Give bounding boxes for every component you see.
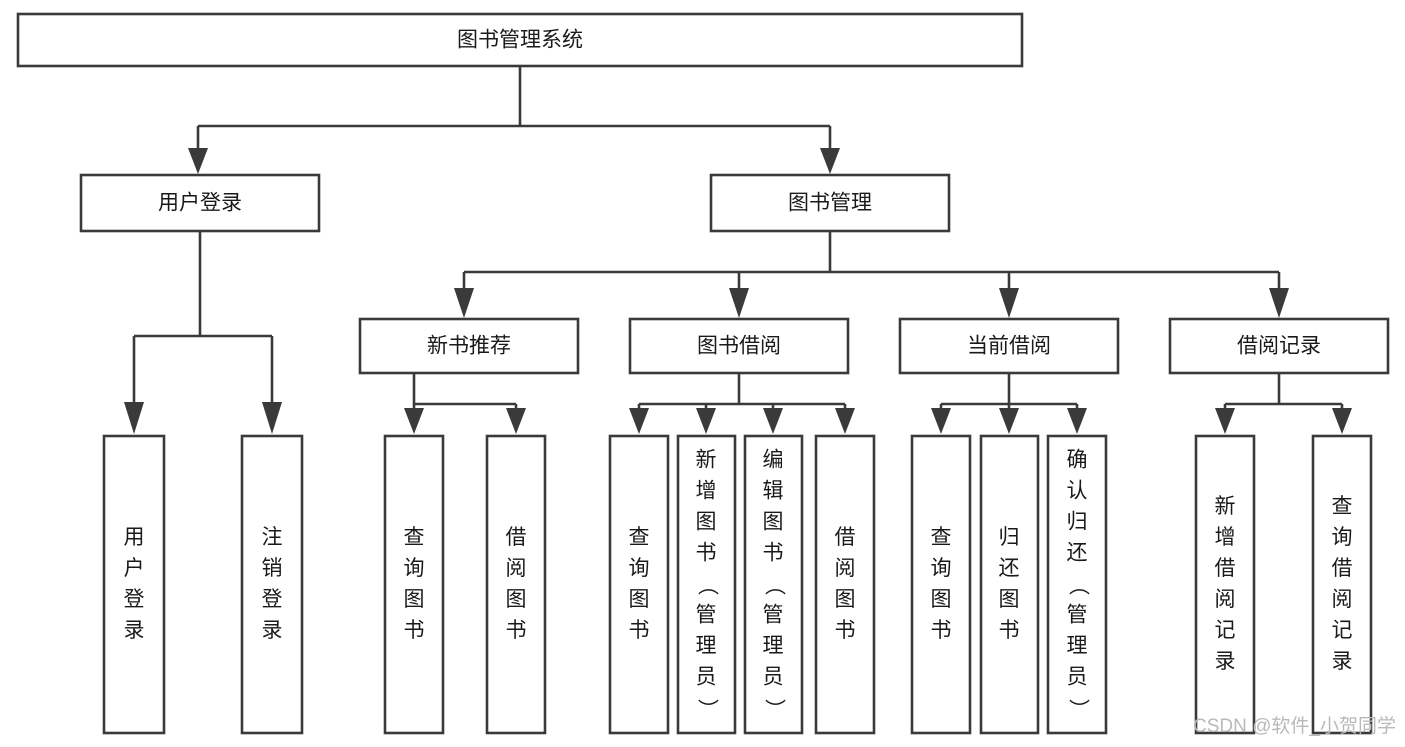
node-box[interactable] bbox=[814, 434, 876, 735]
node-box[interactable] bbox=[1046, 434, 1108, 735]
node-leaf-logout-login[interactable]: 注销登录 bbox=[240, 434, 304, 735]
node-new-book-recommend[interactable]: 新书推荐 bbox=[358, 317, 580, 375]
arrow-head-icon bbox=[999, 288, 1019, 318]
node-box[interactable] bbox=[709, 173, 951, 233]
arrow-head-icon bbox=[999, 408, 1019, 434]
node-label-leaf-add-book: 新增图书管理员 bbox=[696, 449, 717, 689]
node-box[interactable] bbox=[628, 317, 850, 375]
node-label-leaf-confirm-return: 确认归还管理员 bbox=[1067, 449, 1088, 689]
node-box[interactable] bbox=[358, 317, 580, 375]
node-box[interactable] bbox=[1168, 317, 1390, 375]
node-leaf-add-borrow-record[interactable]: 新增借阅记录 bbox=[1194, 434, 1256, 735]
node-box[interactable] bbox=[676, 434, 737, 735]
arrow-head-icon bbox=[1332, 408, 1352, 434]
node-leaf-query-book-3[interactable]: 查询图书 bbox=[910, 434, 972, 735]
svg-text:（: （ bbox=[1066, 575, 1089, 596]
node-box[interactable] bbox=[485, 434, 547, 735]
csdn-watermark: CSDN @软件_小贺同学 bbox=[1193, 715, 1396, 737]
connector-root-to-level2 bbox=[188, 66, 840, 174]
node-box[interactable] bbox=[608, 434, 670, 735]
node-leaf-edit-book[interactable]: 编辑图书管理员 （ ） bbox=[743, 434, 804, 735]
connector-new-book-recommend-to-leaves bbox=[404, 373, 526, 434]
arrow-head-icon bbox=[696, 408, 716, 434]
connector-user-login-to-leaves bbox=[124, 231, 282, 434]
node-root[interactable]: 图书管理系统 bbox=[16, 12, 1024, 68]
node-label-book-management: 图书管理 bbox=[788, 192, 872, 215]
svg-text:）: ） bbox=[695, 699, 718, 720]
connector-book-management-to-level3 bbox=[454, 231, 1289, 318]
node-leaf-query-book-2[interactable]: 查询图书 bbox=[608, 434, 670, 735]
svg-text:（: （ bbox=[695, 575, 718, 596]
node-current-borrow[interactable]: 当前借阅 bbox=[898, 317, 1120, 375]
node-label-leaf-add-borrow-record: 新增借阅记录 bbox=[1215, 495, 1236, 673]
arrow-head-icon bbox=[763, 408, 783, 434]
node-label-borrow-record: 借阅记录 bbox=[1237, 335, 1321, 358]
node-label-leaf-query-book-1: 查询图书 bbox=[404, 526, 425, 642]
svg-text:）: ） bbox=[1066, 699, 1089, 720]
arrow-head-icon bbox=[835, 408, 855, 434]
node-borrow-record[interactable]: 借阅记录 bbox=[1168, 317, 1390, 375]
arrow-head-icon bbox=[1067, 408, 1087, 434]
arrow-head-icon bbox=[506, 408, 526, 434]
arrow-head-icon bbox=[454, 288, 474, 318]
node-box[interactable] bbox=[240, 434, 304, 735]
node-leaf-user-login[interactable]: 用户登录 bbox=[102, 434, 166, 735]
arrow-head-icon bbox=[820, 148, 840, 174]
node-book-management[interactable]: 图书管理 bbox=[709, 173, 951, 233]
node-label-leaf-query-borrow-record: 查询借阅记录 bbox=[1332, 495, 1353, 673]
node-label-leaf-edit-book: 编辑图书管理员 bbox=[763, 449, 784, 689]
node-leaf-add-book[interactable]: 新增图书管理员 （ ） bbox=[676, 434, 737, 735]
arrow-head-icon bbox=[262, 402, 282, 434]
node-label-leaf-logout-login: 注销登录 bbox=[262, 526, 283, 642]
node-box[interactable] bbox=[79, 173, 321, 233]
node-label-book-borrow: 图书借阅 bbox=[697, 335, 781, 358]
arrow-head-icon bbox=[1215, 408, 1235, 434]
node-box[interactable] bbox=[898, 317, 1120, 375]
svg-text:（: （ bbox=[762, 575, 785, 596]
node-label-leaf-borrow-book-1: 借阅图书 bbox=[506, 526, 527, 642]
node-label-new-book-recommend: 新书推荐 bbox=[427, 335, 511, 358]
node-box[interactable] bbox=[16, 12, 1024, 68]
arrow-head-icon bbox=[629, 408, 649, 434]
node-leaf-borrow-book-1[interactable]: 借阅图书 bbox=[485, 434, 547, 735]
svg-text:）: ） bbox=[762, 699, 785, 720]
node-label-leaf-user-login: 用户登录 bbox=[124, 526, 145, 642]
node-box[interactable] bbox=[979, 434, 1040, 735]
node-label-leaf-borrow-book-2: 借阅图书 bbox=[835, 526, 856, 642]
arrow-head-icon bbox=[188, 148, 208, 174]
node-box[interactable] bbox=[1311, 434, 1373, 735]
arrow-head-icon bbox=[124, 402, 144, 434]
arrow-head-icon bbox=[931, 408, 951, 434]
node-box[interactable] bbox=[910, 434, 972, 735]
connector-borrow-record-to-leaves bbox=[1215, 373, 1352, 434]
node-book-borrow[interactable]: 图书借阅 bbox=[628, 317, 850, 375]
node-user-login[interactable]: 用户登录 bbox=[79, 173, 321, 233]
node-box[interactable] bbox=[1194, 434, 1256, 735]
connector-current-borrow-to-leaves bbox=[931, 373, 1087, 434]
node-label-root: 图书管理系统 bbox=[457, 29, 583, 52]
arrow-head-icon bbox=[404, 408, 424, 434]
node-label-user-login: 用户登录 bbox=[158, 192, 242, 215]
node-box[interactable] bbox=[102, 434, 166, 735]
node-leaf-borrow-book-2[interactable]: 借阅图书 bbox=[814, 434, 876, 735]
node-box[interactable] bbox=[743, 434, 804, 735]
connector-book-borrow-to-leaves bbox=[629, 373, 855, 434]
node-leaf-confirm-return[interactable]: 确认归还管理员 （ ） bbox=[1046, 434, 1108, 735]
node-label-leaf-return-book: 归还图书 bbox=[999, 526, 1020, 642]
node-label-current-borrow: 当前借阅 bbox=[967, 335, 1051, 358]
node-label-leaf-query-book-2: 查询图书 bbox=[629, 526, 650, 642]
arrow-head-icon bbox=[729, 288, 749, 318]
node-label-leaf-query-book-3: 查询图书 bbox=[931, 526, 952, 642]
node-leaf-return-book[interactable]: 归还图书 bbox=[979, 434, 1040, 735]
node-leaf-query-book-1[interactable]: 查询图书 bbox=[383, 434, 445, 735]
arrow-head-icon bbox=[1269, 288, 1289, 318]
node-box[interactable] bbox=[383, 434, 445, 735]
node-leaf-query-borrow-record[interactable]: 查询借阅记录 bbox=[1311, 434, 1373, 735]
